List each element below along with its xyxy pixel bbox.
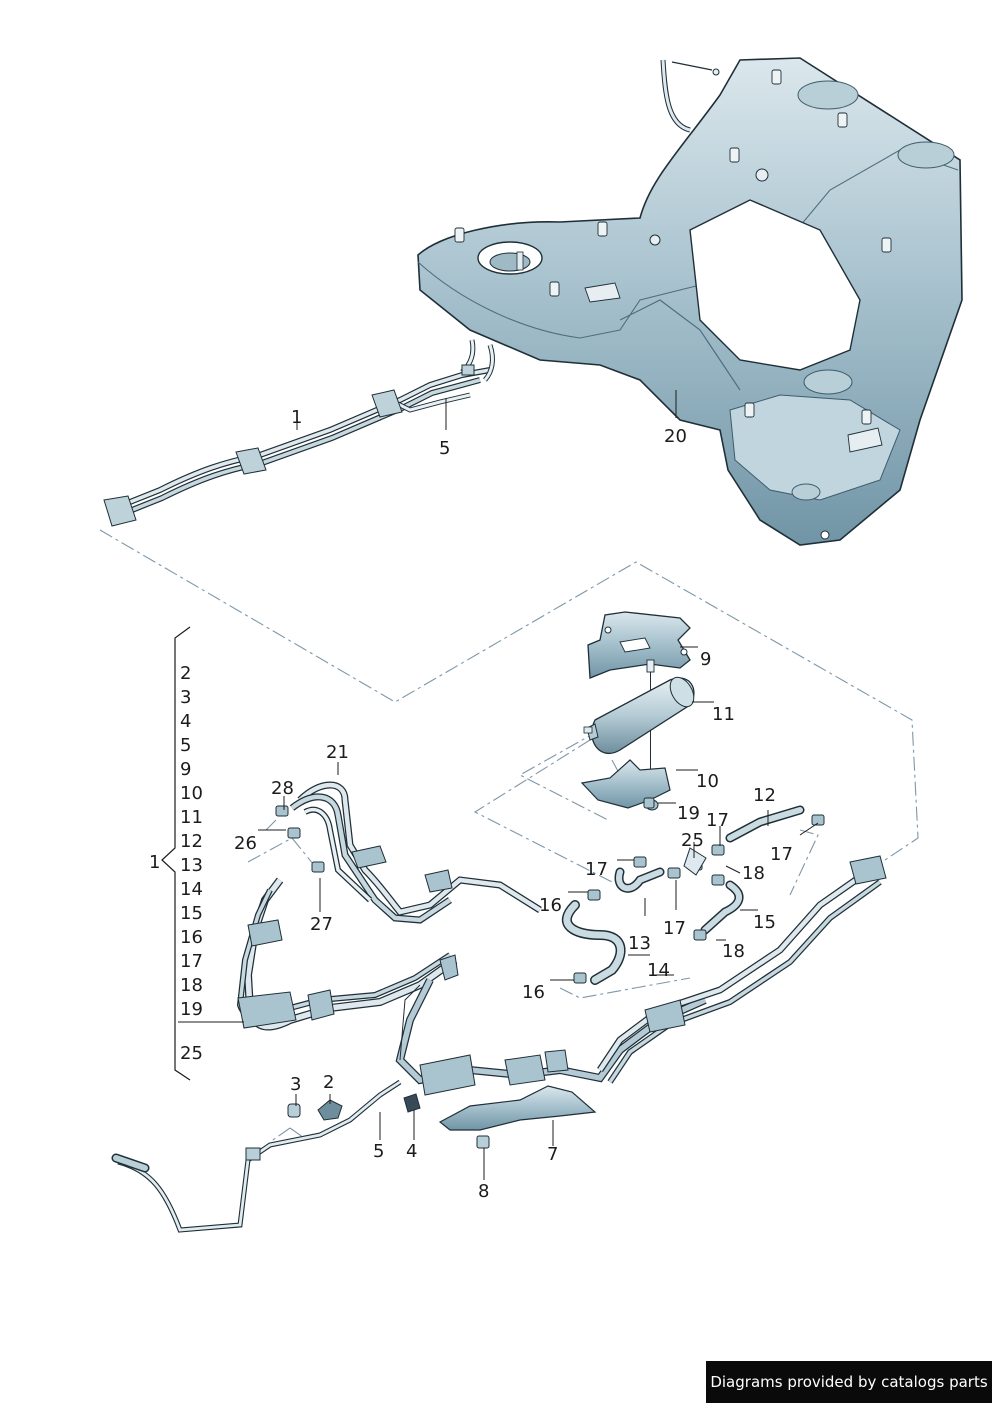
callout-7: 7: [547, 1144, 559, 1165]
group-item: 12: [180, 831, 203, 852]
callout-25: 25: [681, 830, 704, 851]
callout-17-d: 17: [663, 918, 686, 939]
callout-27: 27: [310, 914, 333, 935]
filter-holder-10: [580, 759, 671, 811]
group-item: 14: [180, 879, 203, 900]
callout-5-bottom: 5: [373, 1141, 385, 1162]
group-item: 4: [180, 711, 192, 732]
bottom-pipe: [111, 1079, 402, 1233]
callout-18-b: 18: [722, 941, 745, 962]
callout-4: 4: [406, 1141, 418, 1162]
group-item: 16: [180, 927, 203, 948]
group-item: 13: [180, 855, 203, 876]
callout-2: 2: [323, 1072, 335, 1093]
group-item: 10: [180, 783, 203, 804]
group-item: 5: [180, 735, 192, 756]
fuel-tank: [417, 57, 963, 546]
callout-group-1: 1: [149, 852, 161, 873]
clip-3: [287, 1103, 301, 1118]
callout-13: 13: [628, 933, 651, 954]
callout-3: 3: [290, 1074, 302, 1095]
group-item: 3: [180, 687, 192, 708]
callout-9: 9: [700, 649, 712, 670]
callout-16-b: 16: [522, 982, 545, 1003]
fuel-filter: [583, 676, 695, 755]
callout-15: 15: [753, 912, 776, 933]
callout-1-top: 1: [291, 407, 303, 428]
callout-21: 21: [326, 742, 349, 763]
group-item: 11: [180, 807, 203, 828]
shield-7: [438, 1085, 597, 1131]
callout-5-top: 5: [439, 438, 451, 459]
callout-11: 11: [712, 704, 735, 725]
callout-17-b: 17: [770, 844, 793, 865]
group-item: 9: [180, 759, 192, 780]
credit-banner: Diagrams provided by catalogs parts: [706, 1361, 992, 1403]
callout-28: 28: [271, 778, 294, 799]
clip-2: [317, 1099, 343, 1121]
callout-18-a: 18: [742, 863, 765, 884]
callout-10: 10: [696, 771, 719, 792]
leader-lines: [178, 390, 819, 1180]
callout-19: 19: [677, 803, 700, 824]
callout-16-a: 16: [539, 895, 562, 916]
callout-17-c: 17: [585, 859, 608, 880]
hoses: [562, 797, 825, 985]
callout-20: 20: [664, 426, 687, 447]
bracket-9: [587, 611, 691, 679]
nut-8: [476, 1135, 490, 1149]
group-brace: [161, 626, 191, 1081]
callout-14: 14: [647, 960, 670, 981]
callout-17-a: 17: [706, 810, 729, 831]
group-item: 19: [180, 999, 203, 1020]
group-item: 18: [180, 975, 203, 996]
line-assembly-21: [236, 781, 887, 1096]
clip-4: [403, 1093, 421, 1113]
group-item: 15: [180, 903, 203, 924]
group-item: 2: [180, 663, 192, 684]
group-item: 17: [180, 951, 203, 972]
clips-26-27-28: [275, 805, 325, 873]
top-fuel-lines: [103, 339, 495, 527]
callout-12: 12: [753, 785, 776, 806]
reference-lines: [99, 529, 919, 1143]
callout-8: 8: [478, 1181, 490, 1202]
group-item: 25: [180, 1043, 203, 1064]
group-list: 2 3 4 5 9 10 11 12 13 14 15 16 17 18 19 …: [180, 662, 203, 1066]
callout-26: 26: [234, 833, 257, 854]
